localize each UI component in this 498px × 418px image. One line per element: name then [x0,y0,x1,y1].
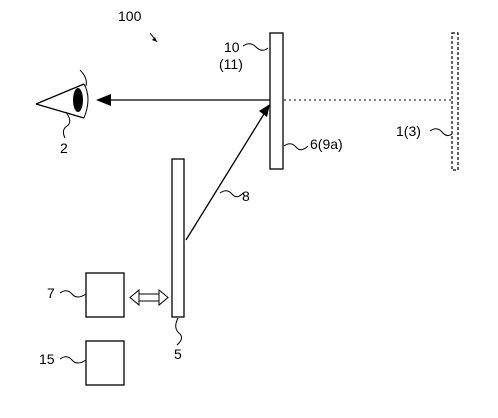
leader-beam [219,190,244,198]
label-combiner-10: 10 [224,39,240,55]
unit-7-box [85,272,125,318]
label-panel: 6(9a) [310,136,343,152]
reflected-ray-arrowhead [96,94,111,106]
label-screen: 1(3) [396,123,421,139]
leader-panel [283,143,309,151]
leader-combiner [242,43,269,51]
label-system-100: 100 [118,8,142,24]
projection-beam-arrowhead [259,104,270,117]
label-unit-7: 7 [47,285,55,301]
label-display: 5 [174,346,182,362]
label-eye: 2 [60,140,68,156]
arrow-head-system-100 [152,37,157,42]
leader-eye [62,111,71,139]
combiner-plate [269,32,284,170]
label-unit-15: 15 [39,351,55,367]
leader-unit-15 [59,356,87,364]
screen-panel [451,32,459,171]
label-combiner-11: (11) [219,56,243,72]
leader-unit-7 [59,290,87,298]
display-plate [171,158,185,318]
unit-15-box [85,340,125,386]
label-beam: 8 [242,188,250,204]
bidirectional-arrow-icon [129,288,169,307]
projection-beam [185,113,265,241]
leader-screen [429,128,453,137]
eye-icon [35,69,89,119]
leader-display [175,317,183,346]
